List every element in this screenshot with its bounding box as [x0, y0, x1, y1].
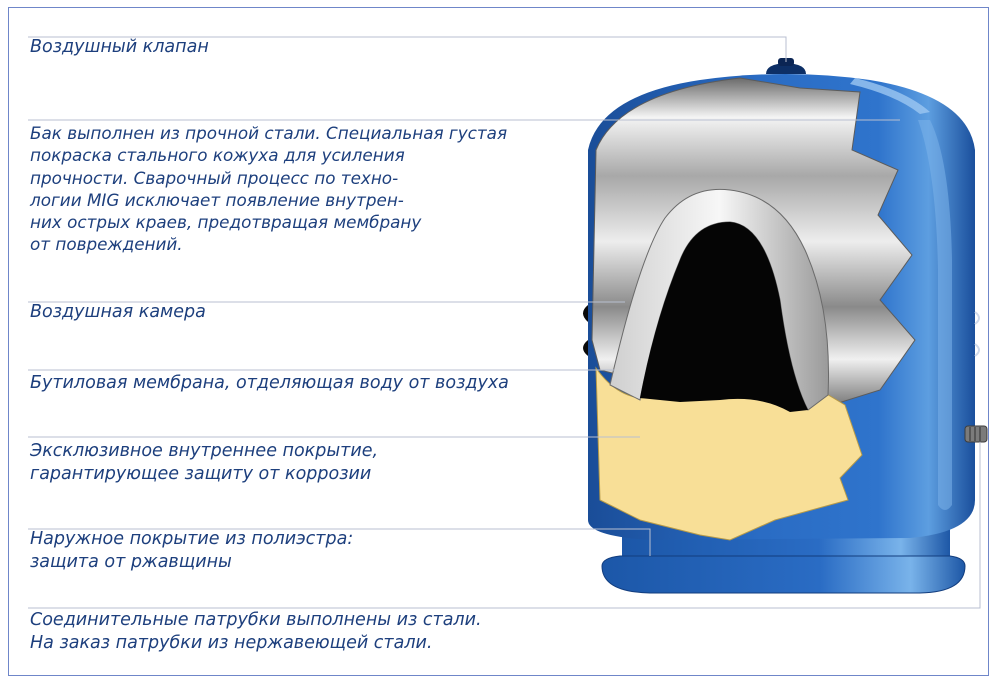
label-connectors: Соединительные патрубки выполнены из ста…	[30, 610, 482, 653]
connector-icon	[583, 305, 988, 443]
label-butyl-membrane: Бутиловая мембрана, отделяющая воду от в…	[30, 373, 509, 393]
label-inner-coating: Эксклюзивное внутреннее покрытие, гарант…	[30, 441, 379, 484]
label-air-chamber: Воздушная камера	[30, 302, 206, 322]
label-steel-tank: Бак выполнен из прочной стали. Специальн…	[30, 123, 508, 255]
label-air-valve: Воздушный клапан	[30, 37, 209, 57]
label-outer-coating: Наружное покрытие из полиэстра: защита о…	[30, 529, 354, 572]
leader-lines	[28, 36, 981, 609]
air-chamber	[640, 222, 808, 412]
